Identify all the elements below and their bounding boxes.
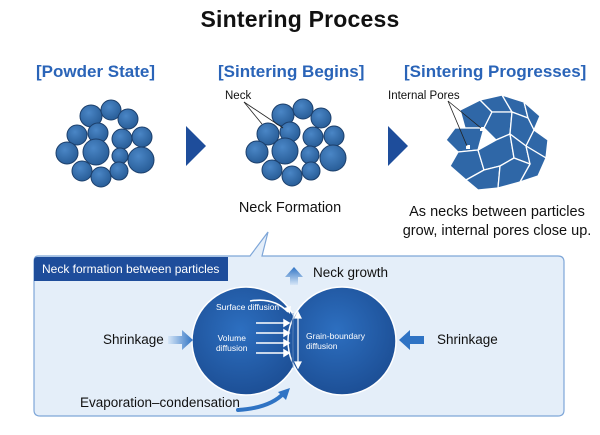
internal-pores-label: Internal Pores (388, 90, 460, 102)
sintered-grains (445, 93, 549, 191)
stage-heading-begins: [Sintering Begins] (218, 62, 365, 81)
volume-diffusion-label: Volume diffusion (216, 333, 248, 353)
pores-callout-lines (447, 100, 482, 147)
neck-label: Neck (225, 90, 252, 102)
progress-caption-line-1: As necks between particles (409, 204, 585, 220)
volume-diffusion-line-2: diffusion (216, 343, 248, 353)
page-title: Sintering Process (200, 6, 400, 32)
sintering-particles (245, 98, 347, 187)
neck-growth-label: Neck growth (313, 265, 389, 280)
grain-boundary-arrow-icon (294, 310, 302, 370)
detail-panel-tab: Neck formation between particles (34, 257, 228, 281)
volume-diffusion-line-1: Volume (217, 333, 246, 343)
chevron-arrow-icon (388, 126, 408, 166)
stage-heading-progresses: [Sintering Progresses] (404, 62, 587, 81)
stage-heading-powder: [Powder State] (36, 62, 156, 81)
volume-diffusion-arrows-icon (256, 318, 291, 358)
surface-diffusion-arrow-icon (249, 299, 289, 313)
powder-particles (55, 99, 155, 188)
neck-callout-lines (243, 101, 284, 129)
grain-boundary-line-1: Grain-boundary (306, 331, 366, 341)
shrinkage-left-label: Shrinkage (103, 332, 164, 347)
shrinkage-left-arrow-icon (168, 330, 193, 350)
grain-boundary-diffusion-label: Grain-boundary diffusion (306, 331, 365, 351)
internal-pores (466, 127, 484, 149)
chevron-arrow-icon (186, 126, 206, 166)
shrinkage-right-arrow-icon (399, 330, 424, 350)
progress-caption: As necks between particles grow, interna… (392, 203, 600, 241)
evaporation-condensation-label: Evaporation–condensation (80, 395, 240, 410)
large-particles (191, 286, 397, 396)
surface-diffusion-label: Surface diffusion (216, 302, 280, 312)
grain-boundary-line-2: diffusion (306, 341, 338, 351)
neck-growth-arrow-icon (285, 267, 303, 285)
neck-formation-caption: Neck Formation (238, 200, 342, 216)
shrinkage-right-label: Shrinkage (437, 332, 498, 347)
progress-caption-line-2: grow, internal pores close up. (402, 223, 592, 239)
